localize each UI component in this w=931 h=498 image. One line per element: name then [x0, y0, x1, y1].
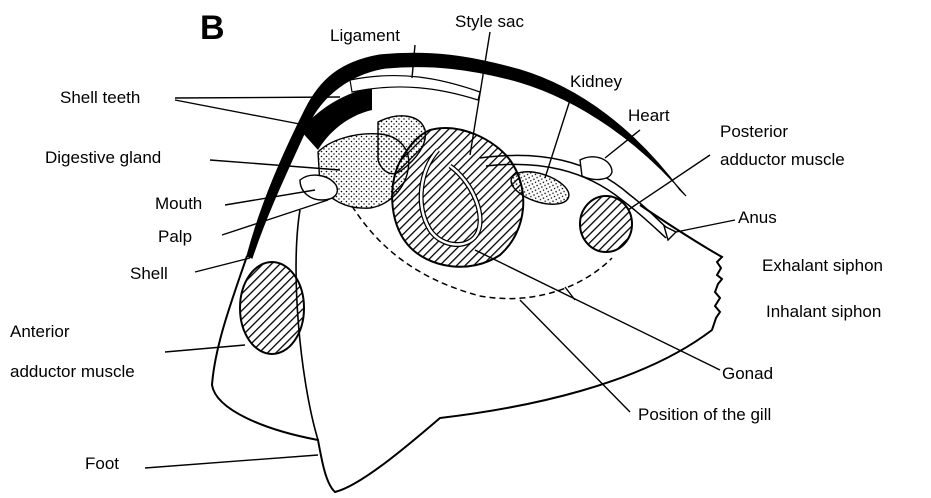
label-inhalant-siphon: Inhalant siphon	[766, 302, 881, 322]
label-shell: Shell	[130, 264, 168, 284]
label-foot: Foot	[85, 454, 119, 474]
label-digestive-gland: Digestive gland	[45, 148, 161, 168]
label-gill: Position of the gill	[638, 405, 771, 425]
label-anterior-line2: adductor muscle	[10, 362, 135, 382]
label-ligament: Ligament	[330, 26, 400, 46]
label-anterior-line1: Anterior	[10, 322, 70, 342]
heart-shape	[580, 157, 612, 180]
label-posterior-line1: Posterior	[720, 122, 788, 142]
label-mouth: Mouth	[155, 194, 202, 214]
posterior-adductor-shape	[580, 196, 632, 252]
label-kidney: Kidney	[570, 72, 622, 92]
label-palp: Palp	[158, 227, 192, 247]
label-gonad: Gonad	[722, 364, 773, 384]
panel-letter: B	[200, 10, 225, 46]
label-posterior-line2: adductor muscle	[720, 150, 845, 170]
label-shell-teeth: Shell teeth	[60, 88, 140, 108]
label-style-sac: Style sac	[455, 12, 524, 32]
label-anus: Anus	[738, 208, 777, 228]
anterior-adductor-shape	[240, 262, 304, 354]
label-heart: Heart	[628, 106, 670, 126]
label-exhalant-siphon: Exhalant siphon	[762, 256, 883, 276]
